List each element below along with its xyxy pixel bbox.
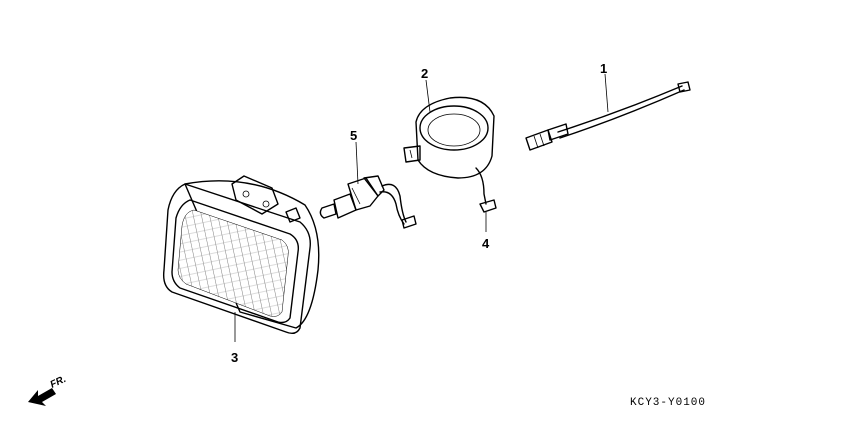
callout-1: 1 — [600, 61, 607, 76]
front-direction-arrow-icon: FR. — [28, 374, 68, 406]
bulb-socket — [319, 175, 417, 229]
dust-cover — [403, 96, 497, 213]
callout-5: 5 — [350, 128, 357, 143]
callout-2: 2 — [421, 66, 428, 81]
callout-3: 3 — [231, 350, 238, 365]
callout-4: 4 — [482, 236, 490, 251]
reference-code: KCY3-Y0100 — [630, 397, 706, 409]
headlight-assembly — [162, 175, 320, 335]
leader-lines — [234, 73, 609, 342]
wire-harness — [525, 81, 691, 151]
front-label: FR. — [49, 374, 68, 391]
